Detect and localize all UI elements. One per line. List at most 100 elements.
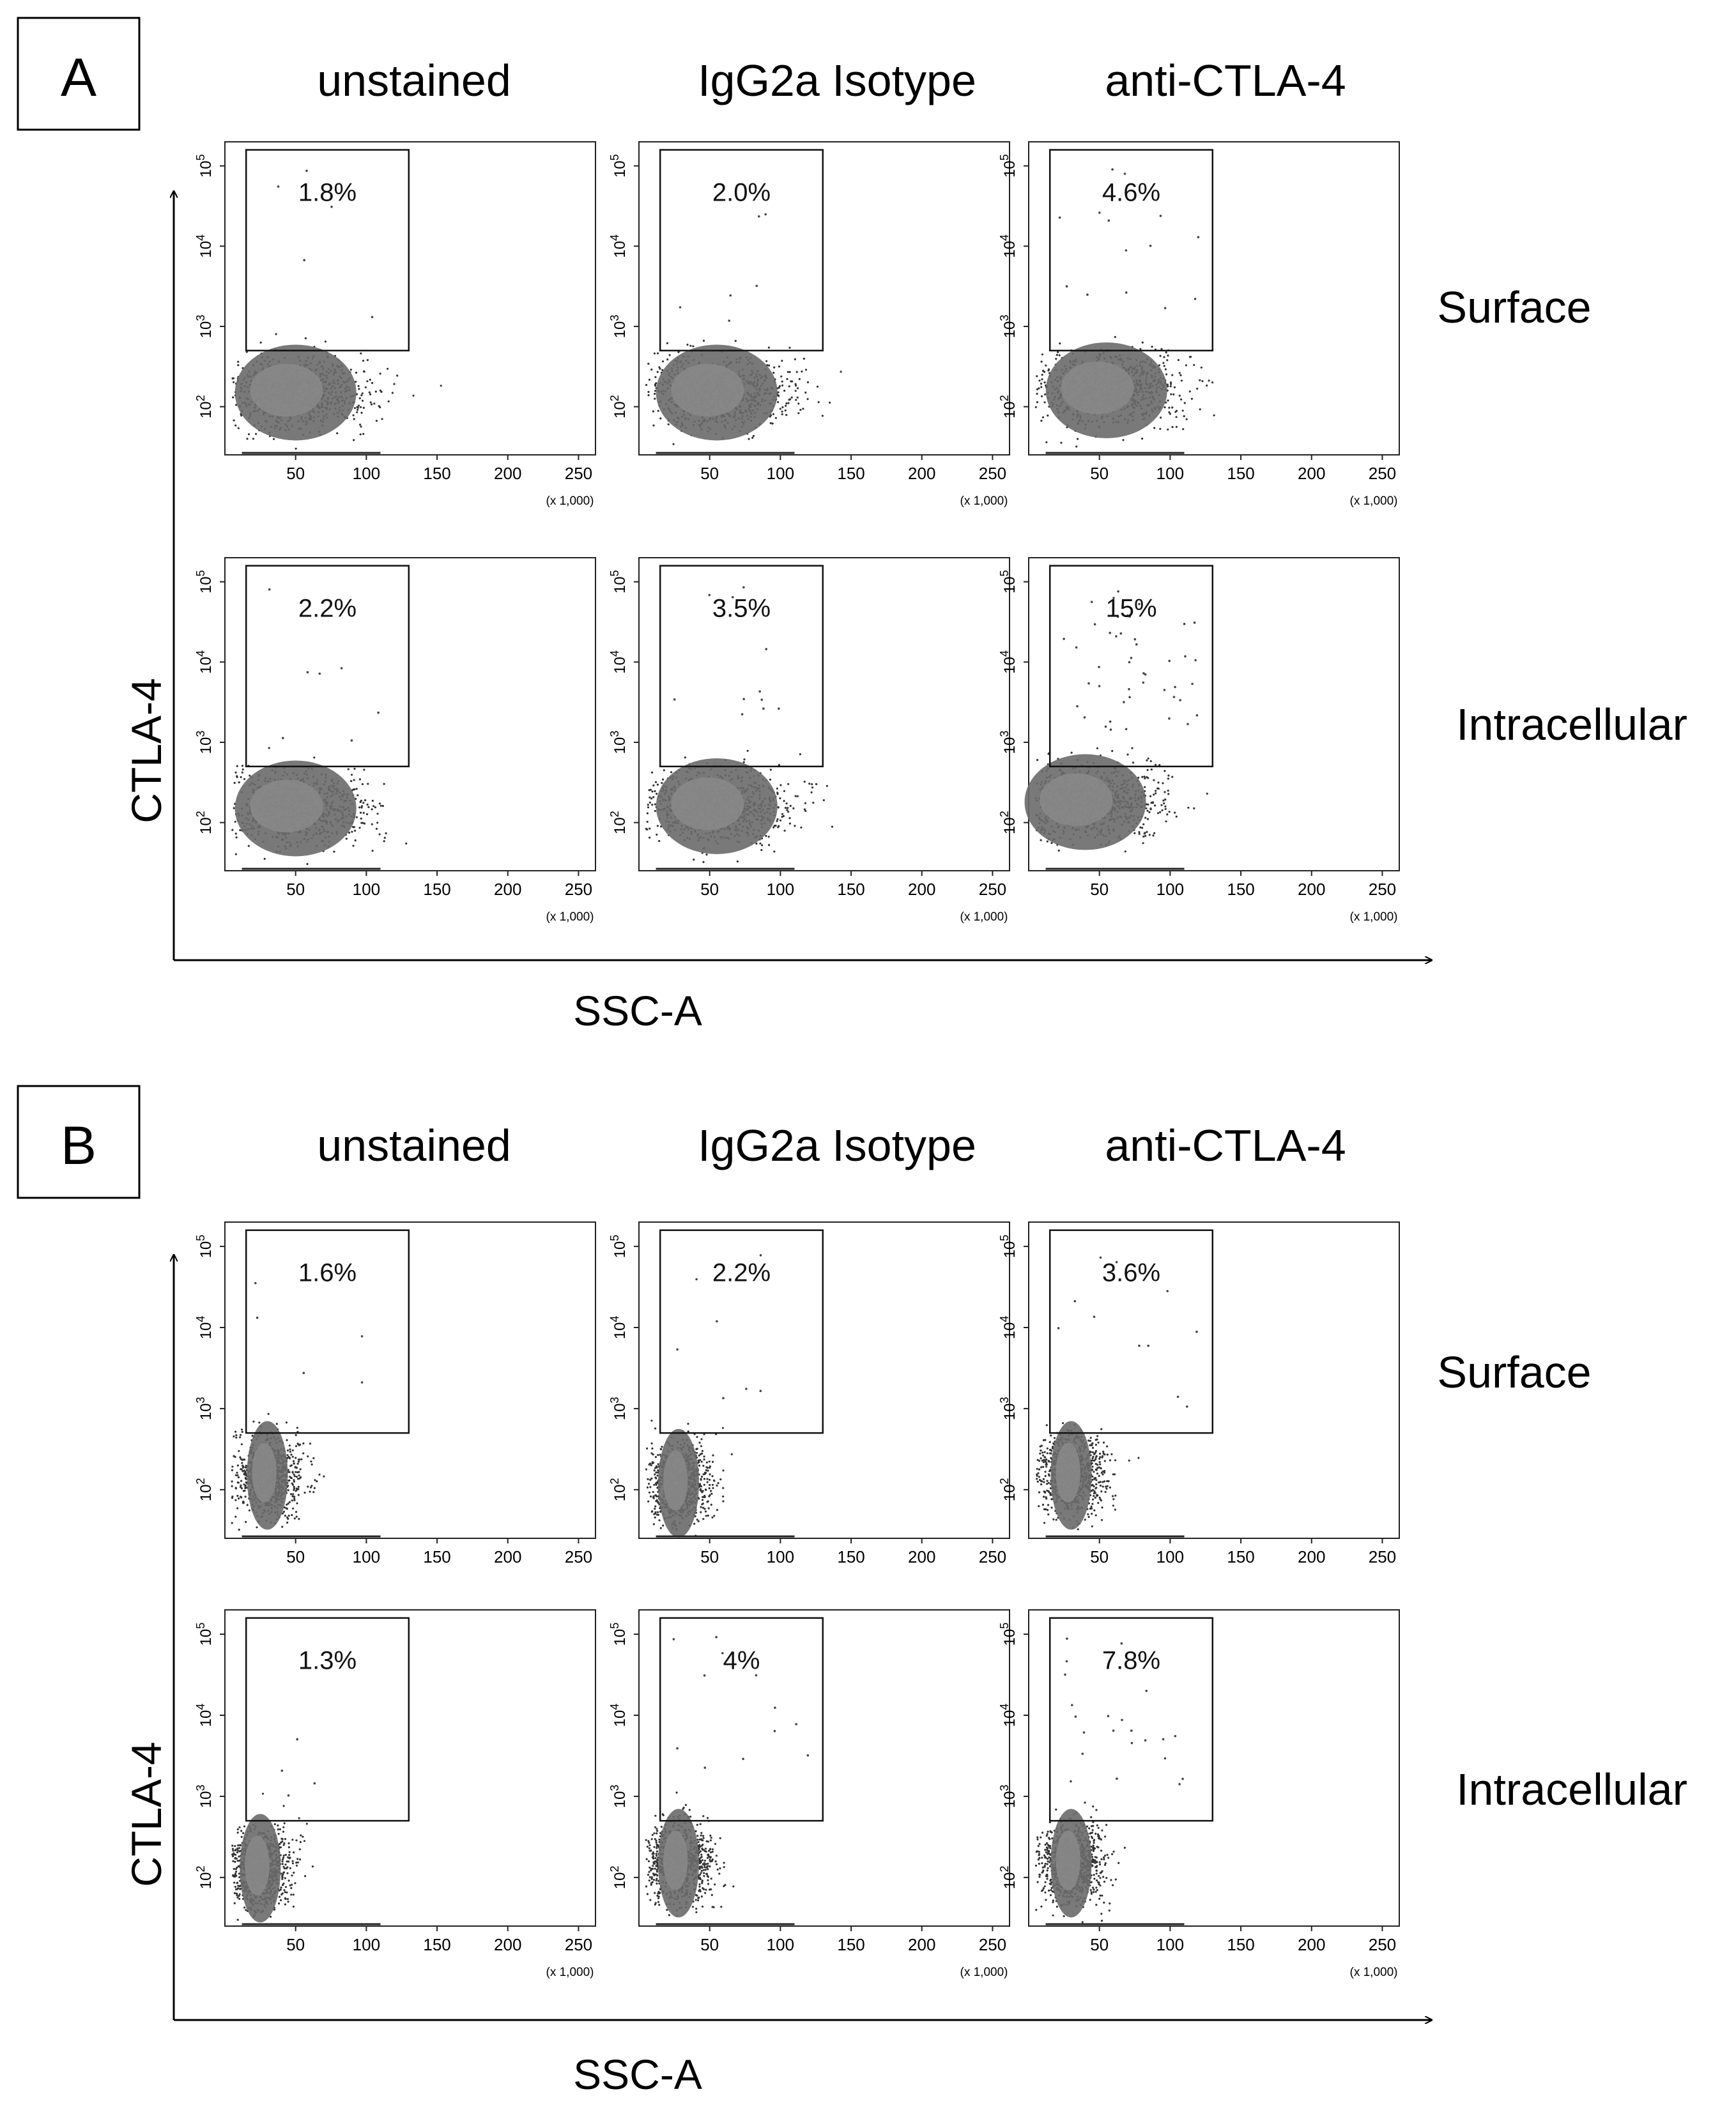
event-dot xyxy=(804,802,807,804)
event-dot xyxy=(654,376,657,378)
event-dot xyxy=(1159,215,1162,217)
event-dot xyxy=(1171,425,1174,429)
panel-letter-box xyxy=(17,17,141,131)
event-dot xyxy=(1056,354,1058,356)
event-dot xyxy=(806,381,810,384)
event-dot xyxy=(742,586,745,589)
event-dot xyxy=(1175,425,1178,428)
event-dot xyxy=(1153,793,1155,796)
event-dot xyxy=(371,850,374,852)
event-dot xyxy=(241,765,244,767)
x-tick-label: 200 xyxy=(1298,464,1325,483)
event-dot xyxy=(1170,383,1172,385)
event-dot xyxy=(783,800,785,802)
event-dot xyxy=(779,797,781,800)
row-label: Intracellular xyxy=(1456,700,1687,749)
event-dot xyxy=(243,777,246,781)
x-tick-label: 200 xyxy=(908,880,935,899)
event-dot xyxy=(790,396,793,399)
event-dot xyxy=(802,408,804,410)
event-dot xyxy=(1164,798,1167,801)
event-dot xyxy=(741,713,744,715)
event-dot xyxy=(777,806,780,809)
event-dot xyxy=(295,447,297,450)
event-dot xyxy=(655,382,657,385)
event-dot xyxy=(355,371,358,374)
column-header: unstained xyxy=(317,1121,511,1170)
event-dot xyxy=(1041,374,1043,376)
event-dot xyxy=(778,365,781,368)
gate-percent-label: 2.2% xyxy=(298,595,357,623)
event-dot xyxy=(1206,384,1208,387)
event-dot xyxy=(240,776,242,779)
event-dot xyxy=(774,824,777,827)
event-dot xyxy=(412,394,415,397)
event-dot xyxy=(773,366,776,369)
event-dot xyxy=(1159,427,1162,430)
event-dot xyxy=(656,833,658,836)
event-dot xyxy=(752,434,755,438)
event-dot xyxy=(366,380,369,383)
event-dot xyxy=(787,807,789,809)
x-unit-label: (x 1,000) xyxy=(546,494,594,508)
column-header: anti-CTLA-4 xyxy=(1105,1121,1346,1170)
event-dot xyxy=(1171,374,1174,376)
event-dot xyxy=(1148,811,1151,813)
event-dot xyxy=(692,345,695,348)
event-dot xyxy=(255,432,257,435)
event-dot xyxy=(1043,381,1046,384)
event-dot xyxy=(1193,807,1195,809)
event-dot xyxy=(361,399,364,402)
event-dot xyxy=(708,593,711,597)
event-dot xyxy=(649,801,651,804)
event-dot xyxy=(365,813,369,816)
tick-exponent: 2 xyxy=(194,395,207,401)
event-dot xyxy=(645,827,647,830)
event-dot xyxy=(357,385,360,387)
event-dot xyxy=(1075,445,1078,448)
event-dot xyxy=(237,364,240,367)
tick-exponent: 3 xyxy=(194,315,207,321)
event-dot xyxy=(1151,346,1153,348)
tick-exponent: 2 xyxy=(194,811,207,817)
event-dot xyxy=(794,390,797,392)
x-tick-label: 150 xyxy=(837,464,864,483)
event-dot xyxy=(781,384,784,386)
x-tick-label: 250 xyxy=(979,880,1006,899)
event-dot xyxy=(776,818,779,820)
event-dot xyxy=(796,795,799,797)
event-dot xyxy=(789,398,792,401)
event-dot xyxy=(1098,211,1101,214)
event-dot xyxy=(649,836,651,839)
event-dot xyxy=(1138,832,1141,835)
y-tick-label: 102 xyxy=(194,395,215,418)
event-dot xyxy=(794,358,796,361)
event-dot xyxy=(649,827,651,830)
event-dot xyxy=(360,806,363,809)
event-dot xyxy=(1208,379,1210,382)
event-dot xyxy=(1201,380,1204,383)
event-dot xyxy=(1159,811,1162,813)
event-dot xyxy=(767,346,770,349)
event-dot xyxy=(1038,379,1041,382)
event-dot xyxy=(1149,245,1152,247)
event-dot xyxy=(1213,414,1215,417)
event-dot xyxy=(1168,406,1171,409)
event-dot xyxy=(380,390,383,394)
tick-base: 10 xyxy=(611,576,629,593)
panel-a: A unstained IgG2a Isotype anti-CTLA-4 Su… xyxy=(17,17,1687,1034)
event-dot xyxy=(1197,236,1200,239)
event-dot xyxy=(1143,776,1146,778)
event-dot xyxy=(1166,813,1169,816)
event-dot xyxy=(359,424,362,426)
event-dot xyxy=(654,790,656,793)
event-dot xyxy=(440,385,442,387)
event-dot xyxy=(1036,375,1038,378)
event-dot xyxy=(649,788,652,791)
tick-exponent: 3 xyxy=(998,315,1011,321)
x-tick-label: 250 xyxy=(979,464,1006,483)
row-label: Surface xyxy=(1437,1347,1591,1397)
event-dot xyxy=(1114,335,1116,339)
